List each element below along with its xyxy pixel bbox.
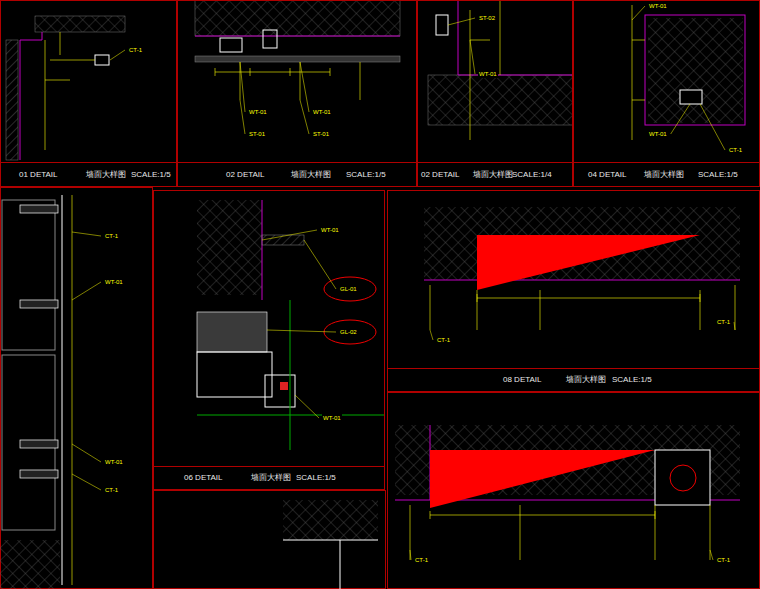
leader-line: [304, 240, 336, 289]
material-tag: CT-1: [104, 486, 119, 494]
scale-note: SCALE:1/5: [346, 170, 386, 180]
leader-line: [267, 330, 336, 332]
material-tag: WT-01: [104, 278, 124, 286]
leader-line: [240, 100, 245, 134]
leader-line: [448, 18, 475, 25]
material-tag: CT-1: [414, 556, 429, 564]
material-tag: WT-01: [322, 414, 342, 422]
material-tag: GL-01: [339, 285, 358, 293]
title-bar: 08 DETAIL 墙面大样图 SCALE:1/5: [388, 368, 759, 391]
material-tag: CT-1: [128, 46, 143, 54]
material-tag: WT-01: [248, 108, 268, 116]
detail-panel: 01 DETAIL 墙面大样图 SCALE:1/5: [0, 0, 177, 187]
material-tag: ST-02: [478, 14, 496, 22]
material-tag: CT-1: [104, 232, 119, 240]
material-tag: WT-01: [312, 108, 332, 116]
material-tag: WT-01: [104, 458, 124, 466]
title-bar: 02 DETAIL 墙面大样图SCALE:1/4: [418, 162, 572, 186]
drawing-title: 墙面大样图: [86, 170, 126, 180]
scale-note: SCALE:1/5: [131, 170, 171, 180]
scale-note: SCALE:1/5: [296, 473, 336, 483]
leader-line: [734, 322, 736, 330]
detail-panel: 06 DETAIL 墙面大样图 SCALE:1/5: [153, 190, 385, 490]
title-bar: 06 DETAIL 墙面大样图 SCALE:1/5: [154, 466, 384, 489]
material-tag: WT-01: [648, 2, 668, 10]
detail-panel: 02 DETAIL 墙面大样图SCALE:1/4: [417, 0, 573, 187]
leader-line: [262, 230, 317, 240]
leader-line: [295, 395, 319, 418]
drawing-title: 墙面大样图: [291, 170, 331, 180]
leader-line: [72, 474, 101, 490]
detail-number: 02 DETAIL: [226, 170, 265, 180]
drawing-title: 墙面大样图: [251, 473, 291, 483]
leader-line: [72, 282, 101, 300]
detail-number: 02 DETAIL: [421, 170, 460, 180]
scale-note: SCALE:1/5: [612, 375, 652, 385]
title-bar: 04 DETAIL 墙面大样图 SCALE:1/5: [574, 162, 759, 186]
title-bar: 02 DETAIL 墙面大样图 SCALE:1/5: [178, 162, 416, 186]
drawing-title: 墙面大样图: [473, 170, 513, 180]
leader-line: [72, 444, 101, 462]
detail-number: 04 DETAIL: [588, 170, 627, 180]
detail-number: 08 DETAIL: [503, 375, 542, 385]
leader-line: [72, 232, 101, 236]
material-tag: WT-01: [648, 130, 668, 138]
leader-line: [470, 40, 475, 74]
detail-number: 06 DETAIL: [184, 473, 223, 483]
drawing-title: 墙面大样图: [566, 375, 606, 385]
leader-line: [710, 550, 713, 560]
leader-line: [671, 104, 690, 134]
leader-line: [110, 50, 125, 60]
material-tag: GL-02: [339, 328, 358, 336]
material-tag: WT-01: [320, 226, 340, 234]
title-bar: 01 DETAIL 墙面大样图 SCALE:1/5: [1, 162, 176, 186]
material-tag: ST-01: [312, 130, 330, 138]
leader-line: [632, 6, 645, 20]
scale-note: SCALE:1/5: [698, 170, 738, 180]
material-tag: CT-1: [716, 556, 731, 564]
leader-line: [430, 330, 433, 340]
material-tag: CT-1: [436, 336, 451, 344]
scale-note: SCALE:1/4: [512, 170, 552, 180]
material-tag: CT-1: [728, 146, 743, 154]
material-tag: WT-01: [478, 70, 498, 78]
leader-line: [410, 550, 411, 560]
detail-panel: 04 DETAIL 墙面大样图 SCALE:1/5: [573, 0, 760, 187]
leader-line: [300, 100, 309, 134]
detail-panel: 02 DETAIL 墙面大样图 SCALE:1/5: [177, 0, 417, 187]
drawing-title: 墙面大样图: [644, 170, 684, 180]
leader-line: [700, 104, 725, 150]
detail-number: 01 DETAIL: [19, 170, 58, 180]
material-tag: ST-01: [248, 130, 266, 138]
detail-panel: 08 DETAIL 墙面大样图 SCALE:1/5: [387, 190, 760, 392]
material-tag: CT-1: [716, 318, 731, 326]
